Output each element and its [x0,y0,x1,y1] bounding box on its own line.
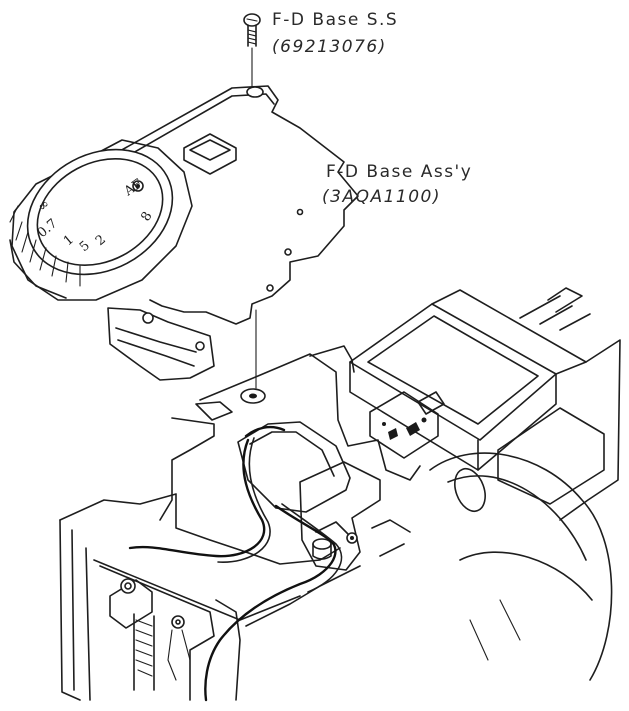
screw-label: F-D Base S.S [272,10,399,30]
screw-part-number: (69213076) [272,37,387,57]
screw-part [243,13,261,89]
fd-base-plate [94,85,359,381]
base-assembly-label: F-D Base Ass'y [326,162,473,182]
base-assembly-part-number: (3AQA1100) [322,187,441,207]
focus-dial: AF 8 ∞ 0.7 5 2 1 [9,139,193,301]
wire-harness [128,425,343,702]
camera-body [59,287,621,701]
